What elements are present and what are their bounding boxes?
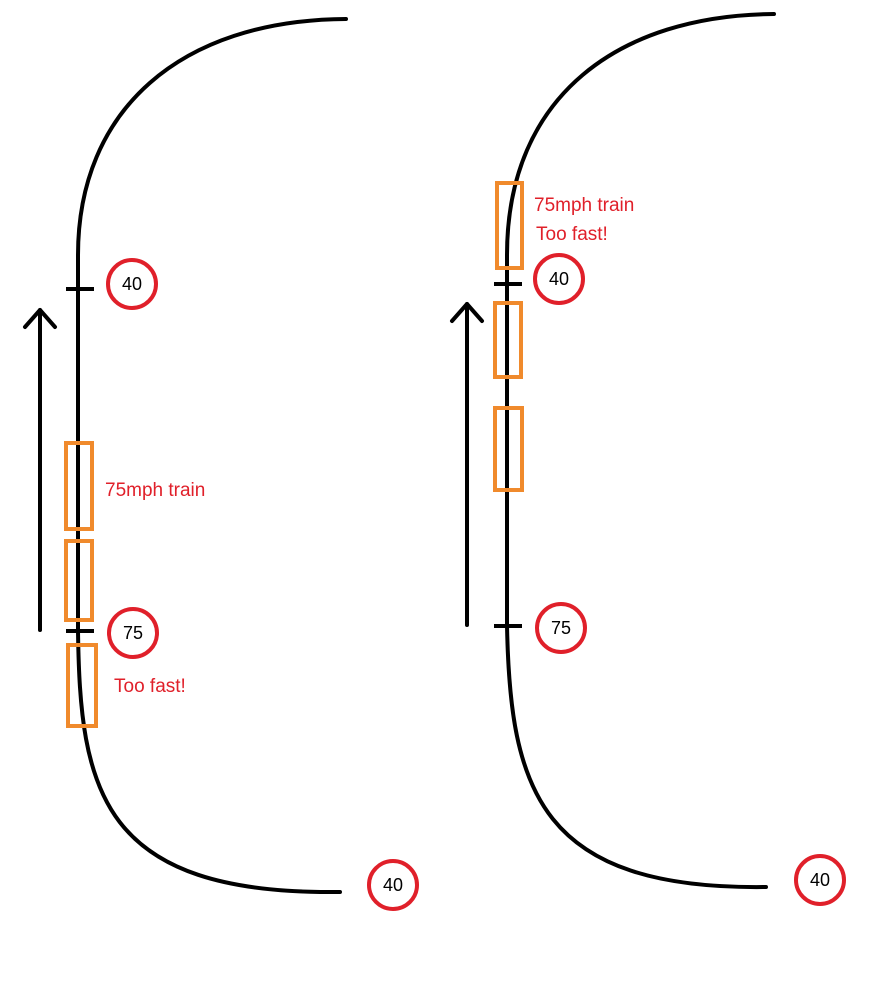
right-upper-speed-value: 40 bbox=[549, 269, 569, 289]
left-upper-speed-sign: 40 bbox=[106, 258, 158, 310]
left-scenario: 40 75 40 75mph train Too fast! bbox=[23, 17, 419, 911]
right-train-car-front bbox=[495, 181, 524, 270]
right-bottom-speed-sign: 40 bbox=[794, 854, 846, 906]
right-train-car-middle bbox=[493, 301, 523, 379]
left-bottom-speed-sign: 40 bbox=[367, 859, 419, 911]
left-train-car-front bbox=[64, 441, 94, 531]
left-lower-speed-sign: 75 bbox=[107, 607, 159, 659]
right-warning-label: Too fast! bbox=[536, 224, 608, 245]
right-upper-speed-sign: 40 bbox=[533, 253, 585, 305]
right-bottom-speed-value: 40 bbox=[810, 870, 830, 890]
right-train-label: 75mph train bbox=[534, 195, 634, 216]
left-bottom-speed-value: 40 bbox=[383, 875, 403, 895]
left-train-car-middle bbox=[64, 539, 94, 622]
left-warning-label: Too fast! bbox=[114, 676, 186, 697]
left-direction-arrow-icon bbox=[23, 308, 57, 632]
left-track bbox=[76, 17, 348, 895]
left-upper-speed-value: 40 bbox=[122, 274, 142, 294]
right-train-car-rear bbox=[493, 406, 524, 492]
right-direction-arrow-icon bbox=[450, 302, 484, 627]
left-train-label: 75mph train bbox=[105, 480, 205, 501]
left-train-car-rear bbox=[66, 643, 98, 728]
right-lower-speed-value: 75 bbox=[551, 618, 571, 638]
left-lower-speed-value: 75 bbox=[123, 623, 143, 643]
right-scenario: 40 75 40 75mph train Too fast! bbox=[450, 12, 846, 906]
right-lower-speed-sign: 75 bbox=[535, 602, 587, 654]
right-track bbox=[505, 12, 776, 890]
